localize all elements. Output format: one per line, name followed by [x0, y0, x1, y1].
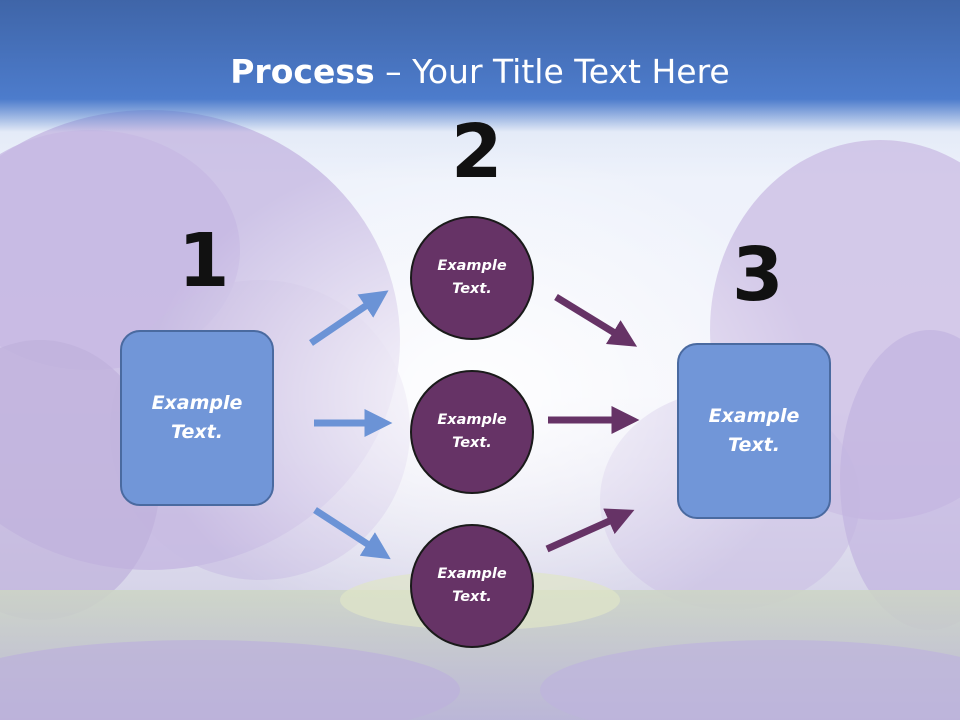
title-rest: – Your Title Text Here	[374, 52, 730, 91]
title-bar	[0, 0, 960, 132]
arrow-circle-bottom-to-box3	[545, 508, 635, 553]
slide-title: Process – Your Title Text Here	[0, 52, 960, 91]
arrow-box1-to-circle-bottom	[313, 507, 391, 560]
step-number-2: 2	[451, 109, 503, 195]
step-number-3: 3	[732, 232, 784, 318]
title-bold: Process	[230, 52, 375, 91]
step-number-1: 1	[178, 218, 230, 304]
arrow-circle-top-to-box3	[554, 294, 638, 347]
arrow-box1-to-circle-top	[309, 290, 389, 346]
